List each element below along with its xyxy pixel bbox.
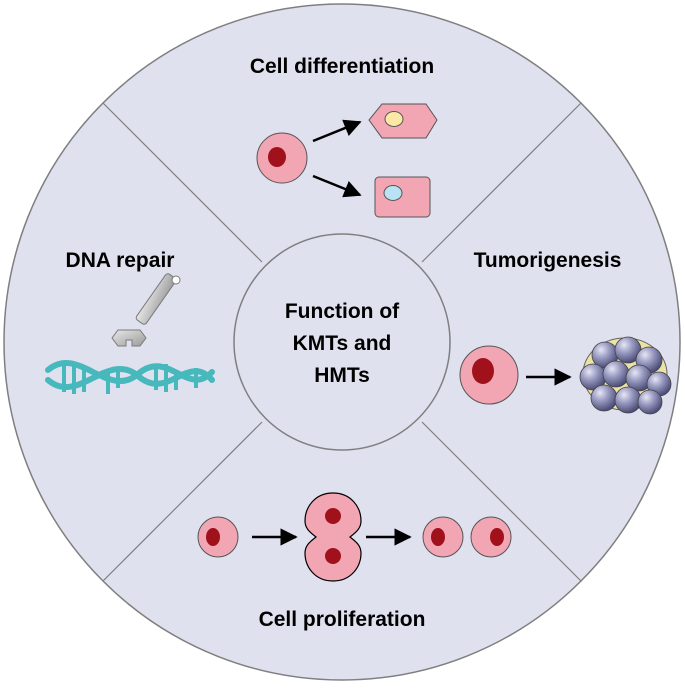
center-title-line-1: Function of — [284, 300, 400, 323]
dividing-cell — [304, 492, 362, 582]
label-tumorigenesis: Tumorigenesis — [473, 249, 622, 272]
arrow-to-rect-cell — [312, 174, 362, 198]
differentiated-cell-rect — [374, 176, 431, 218]
proliferation-illustration — [197, 492, 512, 582]
tumorigenesis-illustration — [459, 336, 672, 415]
dividing-cell-nucleus-top — [325, 508, 341, 524]
center-title-line-3: HMTs — [314, 364, 370, 387]
wrench-icon — [111, 273, 181, 347]
tumor-cluster-icon — [579, 336, 672, 415]
dna-helix-icon — [45, 360, 215, 394]
divider-top-right — [421, 102, 582, 263]
label-dna-repair: DNA repair — [65, 249, 175, 272]
daughter-cell-right-nucleus — [490, 528, 504, 546]
center-title-line-2: KMTs and — [292, 332, 392, 355]
center-title: Function of KMTs and HMTs — [252, 296, 432, 392]
divider-bottom-right — [421, 421, 582, 582]
differentiation-illustration — [256, 103, 438, 218]
daughter-cell-left-nucleus — [431, 528, 445, 546]
center-circle — [233, 233, 451, 451]
rect-cell-nucleus — [383, 185, 403, 201]
dna-repair-illustration — [45, 273, 215, 394]
label-cell-differentiation: Cell differentiation — [249, 55, 435, 78]
dividing-cell-nucleus-bottom — [325, 548, 341, 564]
divider-bottom-left — [102, 421, 263, 582]
normal-cell-nucleus — [472, 358, 494, 384]
octagon-cell-nucleus — [384, 111, 404, 127]
parent-cell-nucleus — [206, 528, 220, 546]
arrow-to-octagon-cell — [312, 119, 362, 143]
label-cell-proliferation: Cell proliferation — [258, 608, 426, 631]
stem-cell-nucleus — [268, 147, 286, 167]
divider-top-left — [102, 102, 263, 263]
